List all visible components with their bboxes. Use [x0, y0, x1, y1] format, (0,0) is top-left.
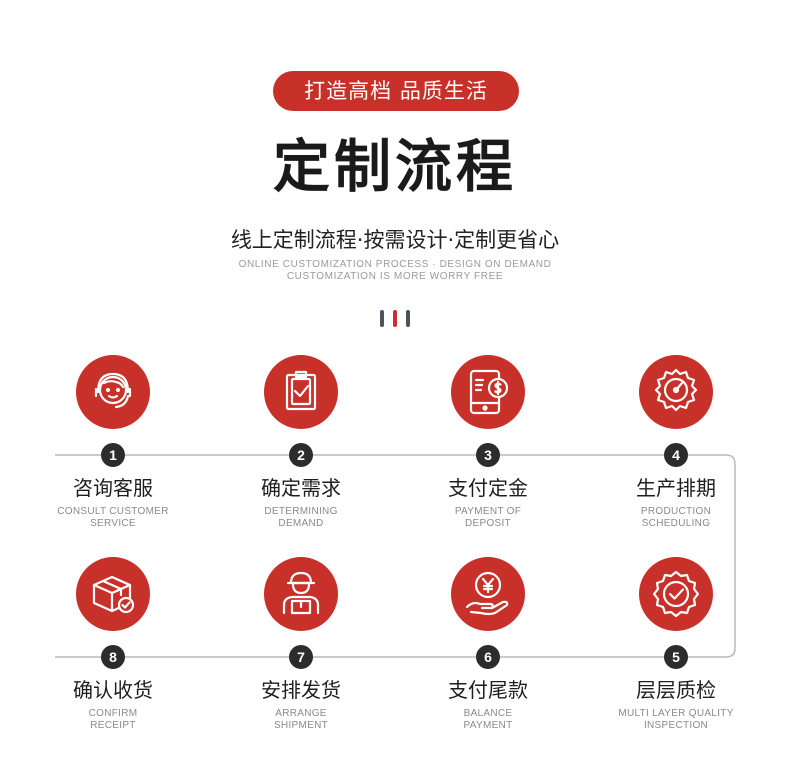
step-title: 咨询客服: [73, 476, 153, 500]
slogan-pill: 打造高档 品质生活: [273, 71, 519, 111]
step-title: 支付尾款: [448, 678, 528, 702]
step-number-badge: 2: [289, 443, 313, 467]
divider-bar: [380, 310, 384, 327]
step-icon-circle: [639, 355, 713, 429]
package-check-icon: [92, 575, 135, 614]
yuan-coin-hand-icon: [465, 571, 509, 616]
delivery-person-icon: [282, 571, 320, 615]
customer-service-icon: [94, 372, 132, 409]
step-number-badge: 3: [476, 443, 500, 467]
quality-badge-icon: [652, 570, 700, 618]
step-icon-circle: [264, 557, 338, 631]
step-title: 安排发货: [261, 678, 341, 702]
divider-bar: [393, 310, 397, 327]
step-number-badge: 8: [101, 645, 125, 669]
step-icon-circle: [451, 355, 525, 429]
step-title: 确认收货: [73, 678, 153, 702]
step-title: 支付定金: [448, 476, 528, 500]
step-icon-circle: [639, 557, 713, 631]
step-icon-circle: [76, 557, 150, 631]
step-icon-circle: [76, 355, 150, 429]
phone-payment-icon: [469, 369, 509, 415]
step-number-badge: 5: [664, 645, 688, 669]
gear-gauge-icon: [654, 368, 698, 412]
clipboard-check-icon: [285, 370, 317, 411]
step-icon-circle: [264, 355, 338, 429]
step-title: 生产排期: [636, 476, 716, 500]
step-number-badge: 4: [664, 443, 688, 467]
page-subtitle: 线上定制流程·按需设计·定制更省心: [230, 228, 560, 252]
step-number-badge: 6: [476, 645, 500, 669]
english-tagline-2: CUSTOMIZATION IS MORE WORRY FREE: [286, 271, 504, 282]
step-number-badge: 7: [289, 645, 313, 669]
page-title: 定制流程: [273, 134, 517, 200]
step-title: 确定需求: [261, 476, 341, 500]
divider-bar: [406, 310, 410, 327]
divider-bars: [380, 310, 412, 328]
step-number-badge: 1: [101, 443, 125, 467]
step-icon-circle: [451, 557, 525, 631]
english-tagline-1: ONLINE CUSTOMIZATION PROCESS · DESIGN ON…: [238, 259, 552, 270]
step-title: 层层质检: [636, 678, 716, 702]
